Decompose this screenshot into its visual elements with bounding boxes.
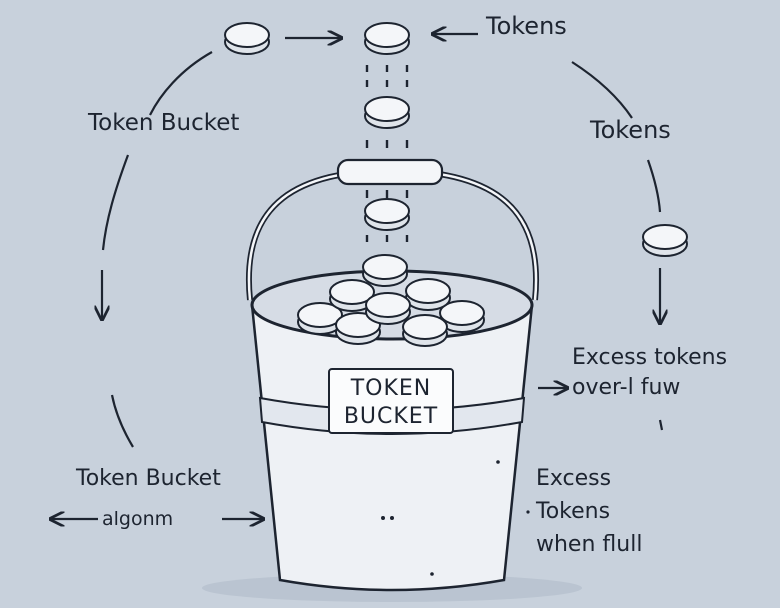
cycle-arc: [149, 51, 213, 116]
bucket-label-plate: TOKEN BUCKET: [328, 368, 454, 434]
tokens-label-top: Tokens: [486, 12, 567, 40]
excess-full-line1: Excess: [536, 466, 612, 491]
falling-token-trail: [365, 65, 409, 242]
algorithm-title: Token Bucket: [76, 466, 221, 491]
overflow-tick: [658, 419, 664, 431]
bucket-label-line2: BUCKET: [343, 404, 439, 429]
excess-full-line2: Tokens: [536, 499, 611, 524]
excess-full-line3: when flull: [536, 532, 643, 557]
token-icon: [364, 22, 410, 55]
token-icon: [642, 224, 688, 257]
excess-full-label: Excess Tokens when flull: [536, 462, 642, 561]
excess-overflow-line1: Excess tokens: [572, 345, 728, 370]
tokens-label-right: Tokens: [590, 116, 671, 144]
excess-overflow-label: Excess tokens over-l fuw: [572, 343, 727, 403]
token-icon: [364, 96, 410, 129]
bucket-body: [250, 303, 534, 592]
cycle-arc: [110, 394, 134, 448]
bucket-handle-grip: [336, 158, 444, 186]
token-bucket-label-left: Token Bucket: [88, 110, 240, 136]
cycle-arc: [571, 61, 633, 119]
token-icon: [224, 22, 270, 55]
algorithm-subtitle: algonm: [102, 508, 174, 530]
excess-overflow-line2: over-l fuw: [572, 375, 681, 400]
token-icon: [364, 198, 410, 231]
bucket-speckles: [381, 460, 530, 576]
cycle-arc: [646, 159, 662, 213]
bucket-label-line1: TOKEN: [350, 376, 432, 401]
cycle-arc: [101, 154, 130, 251]
